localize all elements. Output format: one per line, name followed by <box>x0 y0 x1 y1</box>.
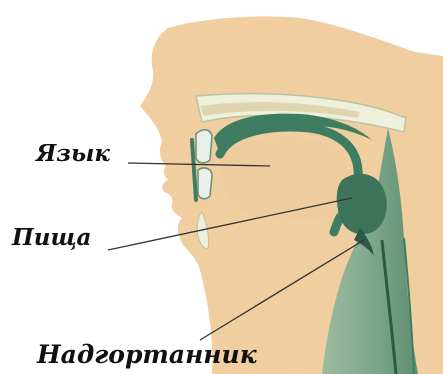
label-epiglottis: Надгортанник <box>37 342 257 367</box>
food-bolus <box>337 174 387 234</box>
label-food: Пища <box>12 226 91 249</box>
upper-teeth <box>196 130 212 163</box>
lower-teeth <box>198 168 212 199</box>
label-tongue: Язык <box>36 142 110 165</box>
tongue-body <box>221 137 350 222</box>
